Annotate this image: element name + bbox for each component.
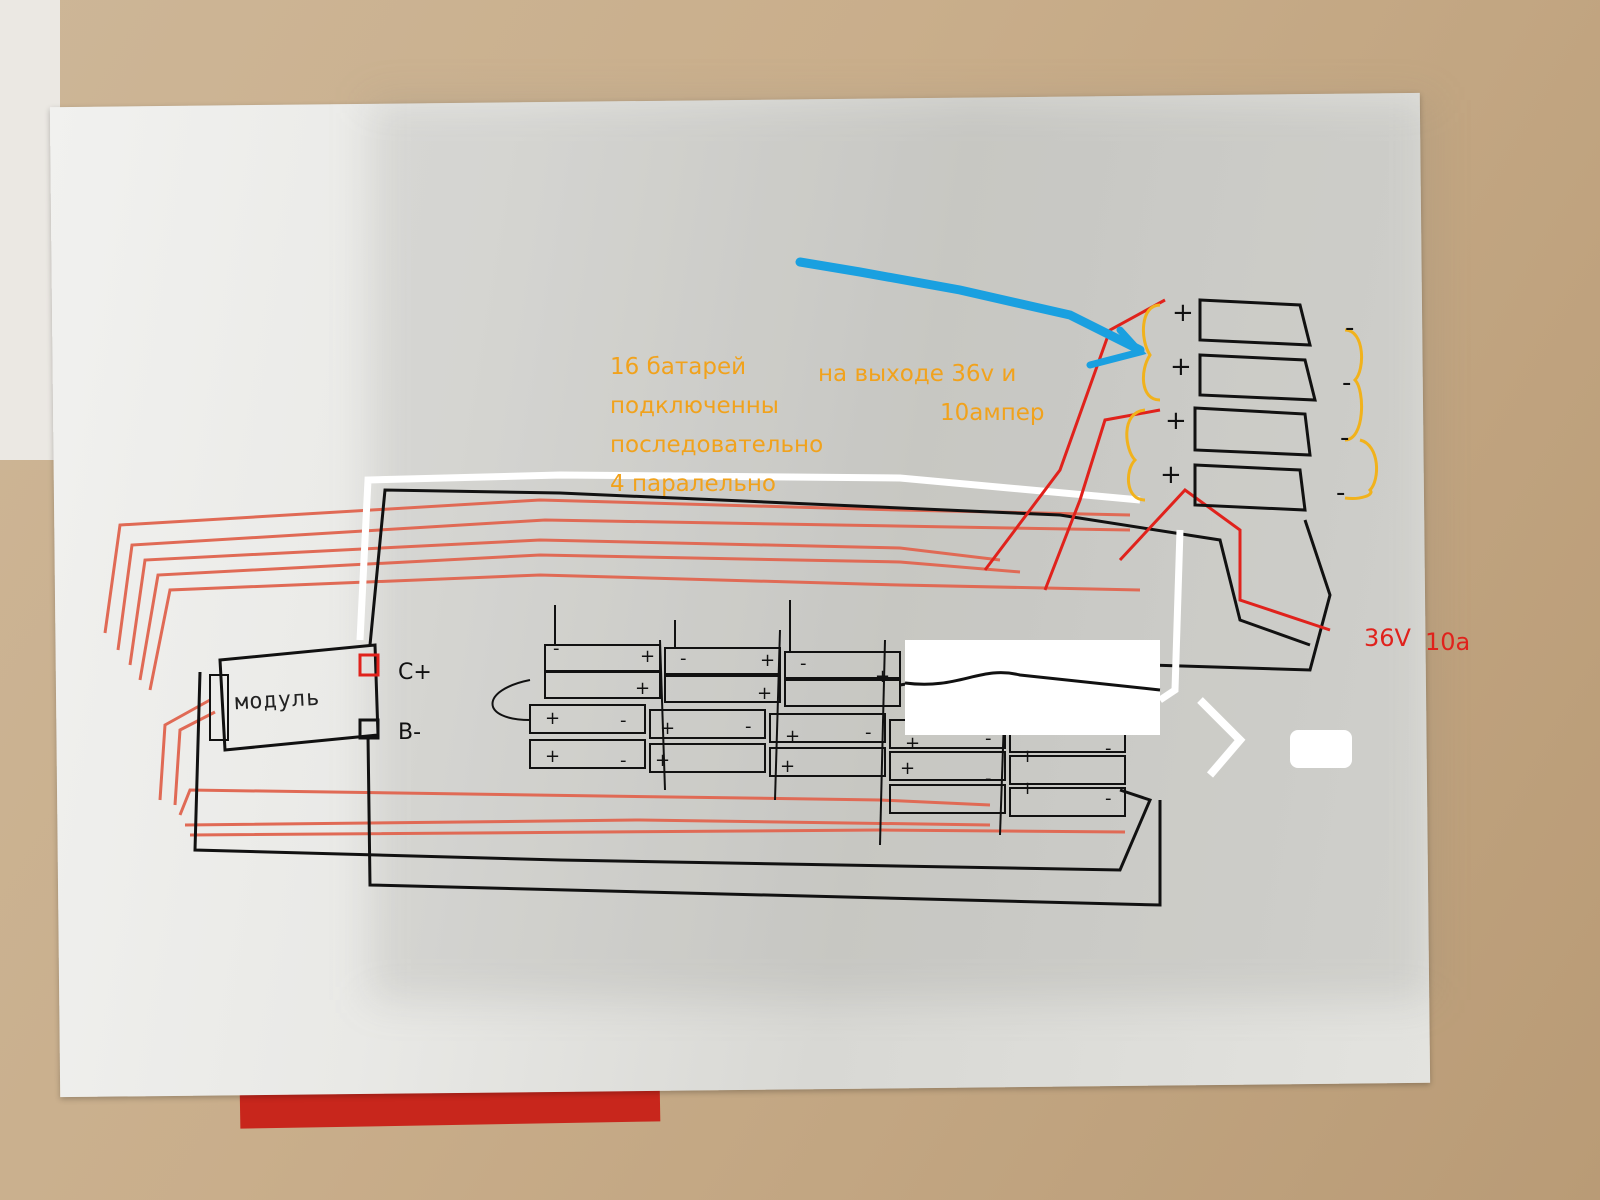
output-cells bbox=[1193, 298, 1317, 512]
cell-plus: + bbox=[1020, 746, 1036, 767]
blue-arrow bbox=[795, 257, 1145, 355]
cell-r2c2 bbox=[664, 675, 781, 703]
annotation-line: подключенны bbox=[610, 393, 779, 419]
shadow-area bbox=[370, 100, 1430, 1000]
cell-minus: - bbox=[1105, 738, 1112, 759]
cell-minus: - bbox=[680, 648, 687, 669]
output-voltage-label: 36V bbox=[1364, 624, 1411, 652]
cell-r3c2 bbox=[649, 709, 766, 739]
cell-plus: + bbox=[760, 650, 776, 671]
cell-plus: + bbox=[757, 683, 773, 704]
cell-minus: - bbox=[620, 750, 627, 771]
cell-plus: + bbox=[640, 646, 656, 667]
cell-r1c3 bbox=[784, 651, 901, 679]
column-divider-3 bbox=[879, 639, 886, 846]
output-current-label: 10a bbox=[1425, 628, 1471, 656]
cell-minus: - bbox=[800, 653, 807, 674]
cell-r4c4 bbox=[889, 751, 1006, 781]
cell-plus: + bbox=[545, 708, 561, 729]
annotation-line: 4 паралельно bbox=[610, 471, 776, 497]
orange-braces bbox=[1125, 303, 1379, 502]
cell-plus: + bbox=[900, 758, 916, 779]
white-cover-patch bbox=[905, 640, 1160, 735]
output-cell-1 bbox=[1198, 298, 1312, 347]
c-plus-terminal bbox=[358, 653, 380, 677]
cell-r2c1 bbox=[544, 671, 661, 699]
white-arrow-mark bbox=[1197, 697, 1246, 778]
loop-wire bbox=[491, 679, 531, 721]
output-annotation-line-1: на выходе 36v и bbox=[818, 361, 1017, 387]
cell-r5c5 bbox=[1009, 787, 1126, 817]
cell-minus: - bbox=[985, 768, 992, 789]
cell-plus: + bbox=[1020, 778, 1036, 799]
output-plus-3: + bbox=[1165, 406, 1187, 436]
output-minus-2: - bbox=[1342, 368, 1352, 398]
column-divider-2 bbox=[774, 629, 781, 801]
cell-r4c1 bbox=[529, 739, 646, 769]
module-connector bbox=[209, 674, 229, 741]
white-cover-patch-2 bbox=[1290, 730, 1352, 768]
output-minus-4: - bbox=[1336, 478, 1346, 508]
output-plus-2: + bbox=[1170, 352, 1192, 382]
b-minus-label: B- bbox=[398, 720, 422, 745]
white-marker-line bbox=[356, 471, 1141, 641]
cell-r4c3 bbox=[769, 747, 886, 777]
cell-r3c3 bbox=[769, 713, 886, 743]
module-label: модуль bbox=[234, 685, 322, 716]
output-cell-3 bbox=[1193, 406, 1312, 457]
white-marker-line-2 bbox=[1158, 529, 1184, 703]
cell-plus: + bbox=[780, 756, 796, 777]
cell-r4c2 bbox=[649, 743, 766, 773]
output-minus-3: - bbox=[1340, 423, 1350, 453]
annotation-line: последовательно bbox=[610, 432, 824, 458]
cell-plus: + bbox=[635, 678, 651, 699]
output-plus-1: + bbox=[1172, 298, 1194, 328]
cell-r4c5 bbox=[1009, 755, 1126, 785]
cell-minus: - bbox=[745, 716, 752, 737]
background-sheet bbox=[0, 0, 60, 460]
c-plus-label: C+ bbox=[398, 660, 432, 685]
cell-minus: - bbox=[1105, 788, 1112, 809]
output-annotation-line-2: 10ампер bbox=[940, 400, 1045, 426]
cell-plus: + bbox=[875, 666, 891, 687]
blue-arrow-head bbox=[1086, 326, 1147, 369]
cell-plus: + bbox=[905, 733, 921, 754]
cell-minus: - bbox=[985, 728, 992, 749]
cell-r2c3 bbox=[784, 679, 901, 707]
cell-minus: - bbox=[620, 710, 627, 731]
red-loop-wires bbox=[103, 498, 1141, 837]
output-cell-2 bbox=[1198, 353, 1317, 402]
cell-r5c4 bbox=[889, 784, 1006, 814]
cell-plus: + bbox=[545, 746, 561, 767]
series-annotation: 16 батарей подключенны последовательно 4… bbox=[610, 348, 823, 504]
cell-plus: + bbox=[655, 750, 671, 771]
cell-minus: - bbox=[553, 638, 560, 659]
cell-minus: - bbox=[865, 722, 872, 743]
b-minus-terminal bbox=[358, 718, 380, 740]
cell-plus: + bbox=[785, 726, 801, 747]
output-minus-1: - bbox=[1345, 313, 1355, 343]
cell-plus: + bbox=[660, 718, 676, 739]
output-plus-4: + bbox=[1160, 460, 1182, 490]
output-cell-4 bbox=[1193, 463, 1307, 512]
column-divider-1 bbox=[659, 639, 666, 791]
annotation-line: 16 батарей bbox=[610, 354, 747, 380]
